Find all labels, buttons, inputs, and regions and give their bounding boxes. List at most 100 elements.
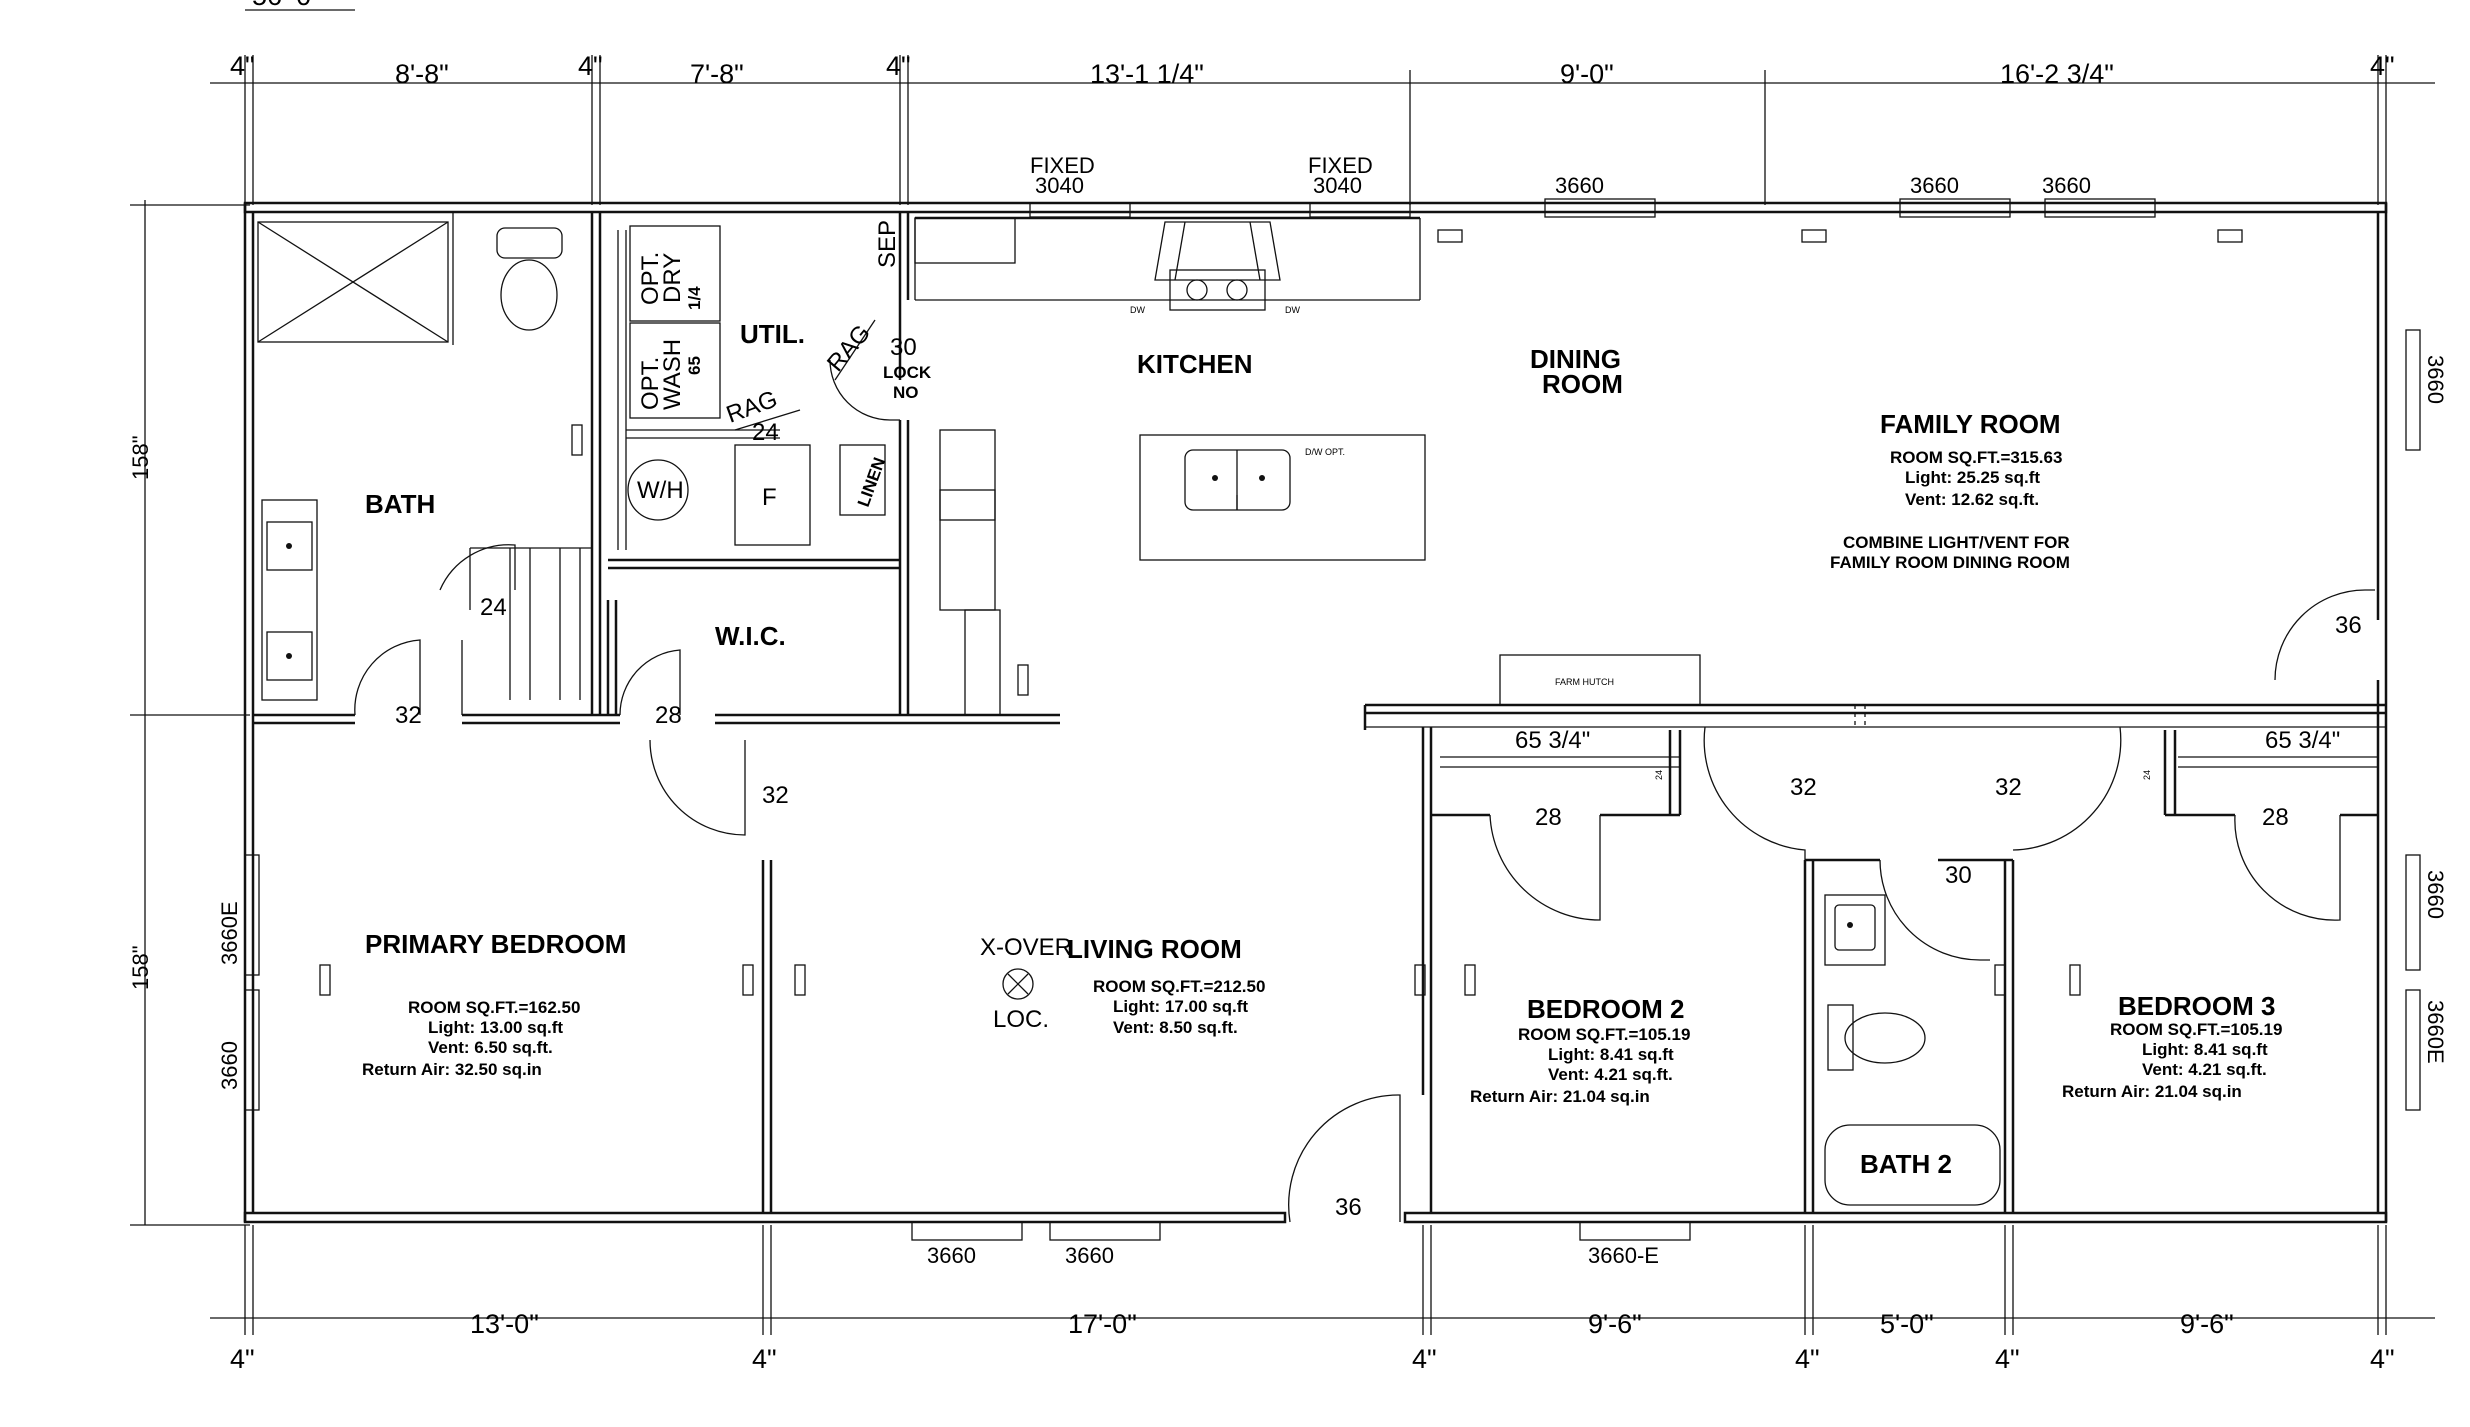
door-24a: 24	[480, 594, 507, 621]
water-heater	[627, 459, 689, 521]
door-30b: 30	[1945, 862, 1972, 889]
dim-top-0: 4"	[230, 51, 255, 81]
door-24c: 24	[1654, 770, 1664, 780]
room-bath2: BATH 2	[1860, 1149, 1952, 1179]
win-left2: 3660	[217, 1041, 242, 1090]
dim-wall-1: 4"	[752, 1344, 777, 1374]
win-fixed1-1: 3040	[1035, 173, 1084, 198]
label-shelf2: 65 3/4"	[2265, 727, 2340, 754]
win-fixed2-1: 3040	[1313, 173, 1362, 198]
label-opt-wash-0: OPT.	[637, 357, 664, 410]
room-util: UTIL.	[740, 319, 805, 349]
dim-top-6: 9'-0"	[1560, 59, 1614, 89]
primary-info-3: Return Air: 32.50 sq.in	[362, 1060, 542, 1079]
primary-info-1: Light: 13.00 sq.ft	[428, 1018, 563, 1037]
label-opt-dry-0: OPT.	[637, 252, 664, 305]
dim-wall-4: 4"	[1995, 1344, 2020, 1374]
family-info-1: Light: 25.25 sq.ft	[1905, 468, 2040, 487]
living-info-1: Light: 17.00 sq.ft	[1113, 997, 1248, 1016]
door-32a: 32	[395, 702, 422, 729]
bed2-info-3: Return Air: 21.04 sq.in	[1470, 1087, 1650, 1106]
bathtub	[1824, 1124, 2001, 1206]
label-f: F	[762, 484, 777, 511]
overall-dimension: 56'-0"	[252, 0, 321, 11]
door-swings	[354, 319, 2375, 1223]
room-bed2: BEDROOM 2	[1527, 994, 1684, 1024]
primary-info-0: ROOM SQ.FT.=162.50	[408, 998, 580, 1017]
family-info-2: Vent: 12.62 sq.ft.	[1905, 490, 2039, 509]
bath2-sink	[1824, 894, 1886, 966]
outlet-markers	[319, 229, 2243, 996]
dim-bottom-0: 13'-0"	[470, 1309, 539, 1339]
label-sep: SEP	[874, 220, 901, 268]
bed2-info-1: Light: 8.41 sq.ft	[1548, 1045, 1674, 1064]
dim-top-8: 4"	[2370, 51, 2395, 81]
dim-wall-0: 4"	[230, 1344, 255, 1374]
room-living: LIVING ROOM	[1067, 934, 1242, 964]
room-family: FAMILY ROOM	[1880, 409, 2061, 439]
room-bath: BATH	[365, 489, 435, 519]
windows	[244, 198, 2421, 1241]
label-farm: FARM HUTCH	[1555, 677, 1614, 687]
label-linen: LINEN	[854, 455, 889, 509]
label-no: NO	[893, 383, 919, 402]
door-30a: 30	[890, 334, 917, 361]
win-fixed2-0: FIXED	[1308, 153, 1373, 178]
win-right1: 3660	[2423, 355, 2448, 404]
room-dining-1: DINING	[1530, 344, 1621, 374]
dim-bottom-1: 17'-0"	[1068, 1309, 1137, 1339]
dim-top-7: 16'-2 3/4"	[2000, 59, 2114, 89]
label-xover-0: X-OVER	[980, 934, 1072, 961]
label-wh: W/H	[637, 477, 684, 504]
interior-walls	[253, 212, 2386, 1213]
door-28b: 28	[1535, 804, 1562, 831]
label-dw1: DW	[1130, 305, 1145, 315]
fixtures	[257, 221, 2001, 1206]
labels: 56'-0" 4" 8'-8" 4" 7'-8" 4" 13'-1 1/4" 9…	[128, 0, 2448, 1374]
room-dining-2: ROOM	[1542, 369, 1623, 399]
win-right2: 3660	[2423, 870, 2448, 919]
label-dw2: DW	[1285, 305, 1300, 315]
dim-left-0: 158"	[128, 435, 153, 480]
bed2-info-0: ROOM SQ.FT.=105.19	[1518, 1025, 1690, 1044]
win-right3: 3660E	[2423, 1000, 2448, 1064]
label-xover-1: LOC.	[993, 1006, 1049, 1033]
win-top1: 3660	[1555, 173, 1604, 198]
label-65: 65	[685, 356, 704, 375]
dim-bottom-3: 5'-0"	[1880, 1309, 1934, 1339]
door-28a: 28	[655, 702, 682, 729]
range-hood	[1154, 221, 1281, 311]
label-lock: LOCK	[883, 363, 932, 382]
dim-wall-5: 4"	[2370, 1344, 2395, 1374]
dim-bottom-2: 9'-6"	[1588, 1309, 1642, 1339]
room-primary: PRIMARY BEDROOM	[365, 929, 626, 959]
door-24d: 24	[2142, 770, 2152, 780]
double-vanity	[261, 499, 318, 701]
dim-bottom-4: 9'-6"	[2180, 1309, 2234, 1339]
x-over-icon	[1002, 968, 1034, 1000]
win-bottom1: 3660	[927, 1243, 976, 1268]
primary-info-2: Vent: 6.50 sq.ft.	[428, 1038, 553, 1057]
dim-top-1: 8'-8"	[395, 59, 449, 89]
toilet	[496, 227, 563, 331]
label-dw-opt: D/W OPT.	[1305, 447, 1345, 457]
dim-top-4: 4"	[886, 51, 911, 81]
shower	[257, 221, 449, 343]
family-note-0: COMBINE LIGHT/VENT FOR	[1843, 533, 2070, 552]
room-bed3: BEDROOM 3	[2118, 991, 2275, 1021]
dim-top-3: 7'-8"	[690, 59, 744, 89]
win-top3: 3660	[2042, 173, 2091, 198]
label-opt-dry-1: DRY	[659, 253, 686, 303]
kitchen-sink	[1184, 449, 1291, 511]
dimension-lines	[130, 9, 2435, 1335]
win-fixed1-0: FIXED	[1030, 153, 1095, 178]
room-wic: W.I.C.	[715, 621, 786, 651]
dim-top-5: 13'-1 1/4"	[1090, 59, 1204, 89]
win-left1: 3660E	[217, 901, 242, 965]
door-28c: 28	[2262, 804, 2289, 831]
dim-wall-2: 4"	[1412, 1344, 1437, 1374]
door-32b: 32	[762, 782, 789, 809]
door-36b: 36	[2335, 612, 2362, 639]
bed3-info-2: Vent: 4.21 sq.ft.	[2142, 1060, 2267, 1079]
